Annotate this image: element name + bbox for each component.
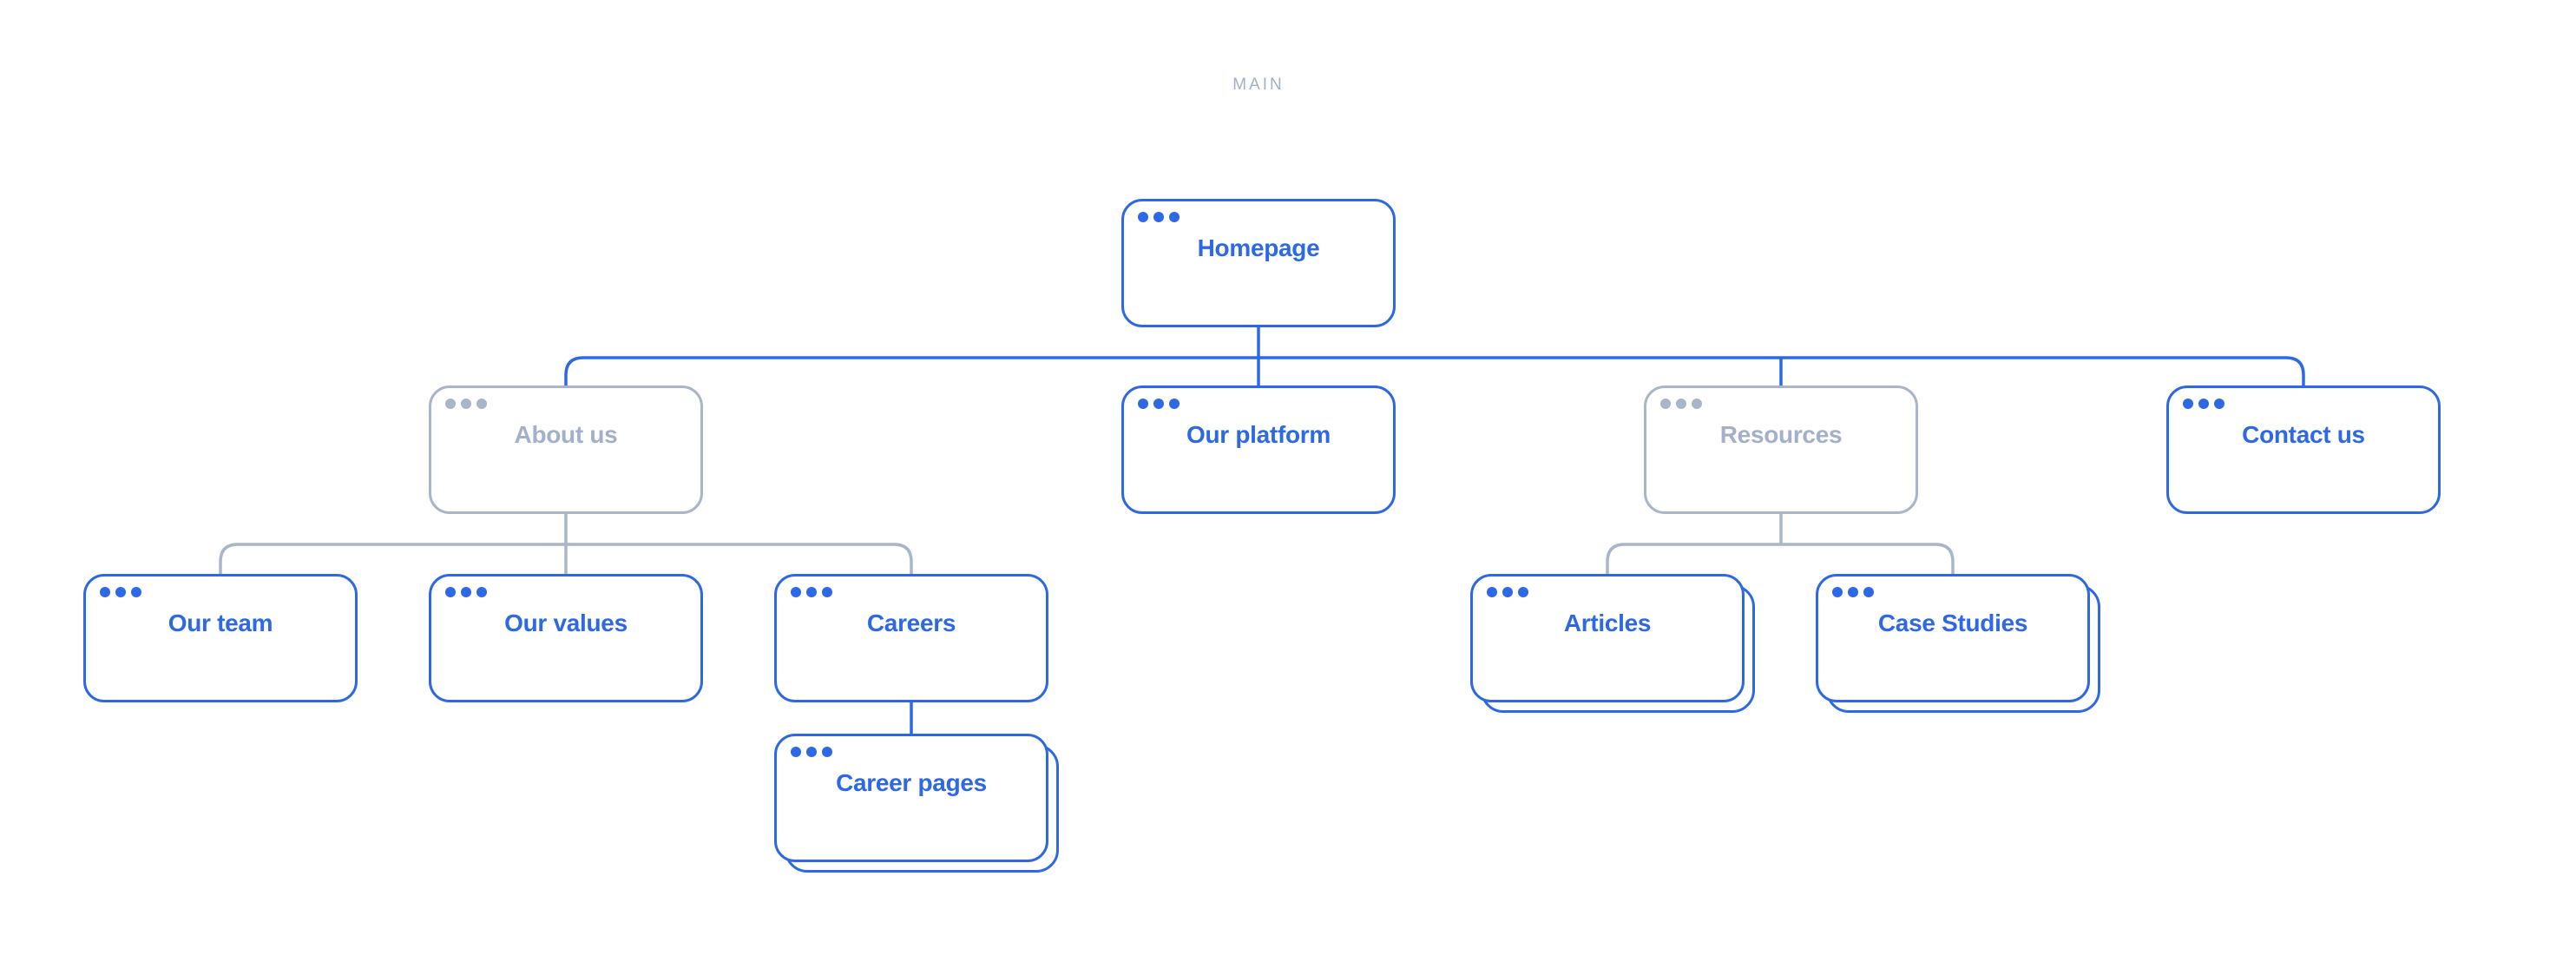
three-dots-icon [791,587,832,597]
three-dots-icon [1832,587,1874,597]
three-dots-icon [2183,399,2224,409]
node-career-pages[interactable]: Career pages [774,734,1059,873]
node-label: About us [514,421,618,448]
node-our-values[interactable]: Our values [429,574,703,702]
node-card: Our values [429,574,703,702]
three-dots-icon [1138,212,1180,222]
node-label: Contact us [2242,421,2365,448]
connector-trunk-homepage [564,356,2305,385]
node-label: Our values [504,609,628,636]
node-label: Homepage [1197,234,1320,261]
node-label: Case Studies [1877,609,2028,636]
node-articles[interactable]: Articles [1470,574,1755,713]
node-contact-us[interactable]: Contact us [2166,385,2441,514]
three-dots-icon [791,747,832,757]
node-careers[interactable]: Careers [774,574,1048,702]
node-label: Careers [866,609,956,636]
node-card: Our platform [1121,385,1396,514]
node-homepage[interactable]: Homepage [1121,199,1396,327]
node-case-studies[interactable]: Case Studies [1816,574,2100,713]
three-dots-icon [445,399,487,409]
node-our-team[interactable]: Our team [83,574,358,702]
node-card: Homepage [1121,199,1396,327]
node-card: Case Studies [1816,574,2090,702]
three-dots-icon [1138,399,1180,409]
node-label: Resources [1719,421,1843,448]
connector-trunk-resources [1606,543,1955,574]
node-label: Our team [168,609,273,636]
node-card: About us [429,385,703,514]
node-about-us[interactable]: About us [429,385,703,514]
node-card: Career pages [774,734,1048,862]
node-card: Resources [1644,385,1918,514]
node-resources[interactable]: Resources [1644,385,1918,514]
three-dots-icon [1487,587,1528,597]
node-label: Articles [1563,609,1652,636]
node-card: Articles [1470,574,1745,702]
node-label: Career pages [836,769,987,796]
node-card: Careers [774,574,1048,702]
node-card: Our team [83,574,358,702]
three-dots-icon [445,587,487,597]
three-dots-icon [100,587,141,597]
section-label-main: MAIN [1232,76,1285,94]
three-dots-icon [1660,399,1702,409]
node-card: Contact us [2166,385,2441,514]
node-label: Our platform [1186,421,1331,448]
node-our-platform[interactable]: Our platform [1121,385,1396,514]
